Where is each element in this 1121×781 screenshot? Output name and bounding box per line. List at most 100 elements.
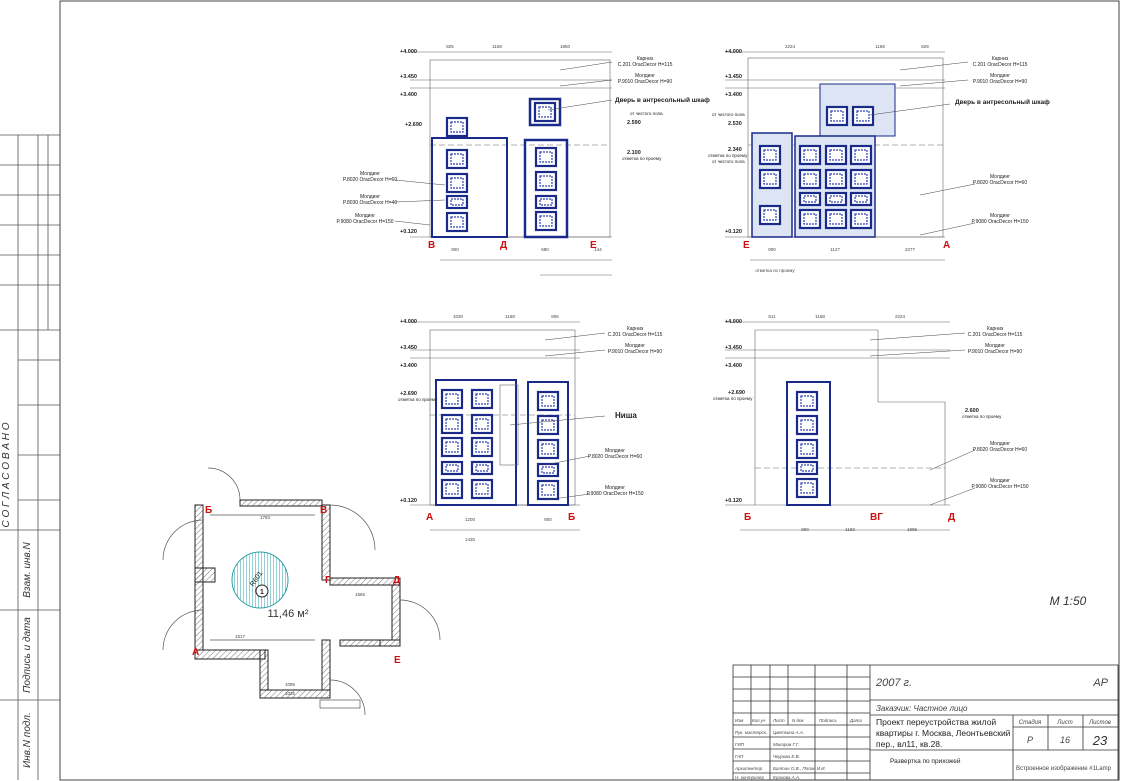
- e3-level-1: +4.000: [400, 319, 417, 325]
- e1-letter-3: Е: [590, 240, 597, 251]
- e3-callout-2: Молдинг: [625, 343, 645, 349]
- e3-callout-1b: C.201 OracDecor H=115: [608, 332, 663, 338]
- tb-header-date: Дата: [849, 718, 862, 723]
- tb-name-5: Ерохова А.А.: [773, 775, 800, 780]
- e2-bottom-dim-1: 900: [768, 247, 776, 252]
- e1-callout-5b: P.8030 OracDecor H=40: [343, 200, 397, 206]
- e4-top-dim-3: 2224: [895, 314, 906, 319]
- sheets-col-header: Листов: [1088, 720, 1111, 726]
- e2-callout-5: Молдинг: [990, 213, 1010, 219]
- e1-callout-6: Молдинг: [355, 213, 375, 219]
- e1-level-1: +4.000: [400, 49, 417, 55]
- e4-level-2: +3.450: [725, 345, 742, 351]
- elevation-4: [725, 321, 950, 531]
- plan-letter-1: Б: [205, 505, 212, 516]
- e1-callout-2b: P.9010 OracDecor H=90: [618, 79, 672, 85]
- e3-bottom-dim-1: 1200: [465, 517, 476, 522]
- e4-level-1: +4.000: [725, 319, 742, 325]
- e1-level-4: +2.690: [405, 122, 422, 128]
- e2-callout-1b: C.201 OracDecor H=115: [973, 62, 1028, 68]
- e3-level-2: +3.450: [400, 345, 417, 351]
- e4-bottom-dim-1: 900: [801, 527, 809, 532]
- e4-bottom-dim-3: 1995: [907, 527, 918, 532]
- e3-callout-1: Карниз: [627, 326, 644, 332]
- tb-role-3: ГАП: [735, 754, 744, 759]
- e4-note-1: отметка по проему: [713, 396, 753, 401]
- tb-header-kol: Кол.уч: [752, 718, 766, 723]
- sheet-value: 16: [1060, 735, 1070, 745]
- e4-callout-3b: P.8020 OracDecor H=60: [973, 447, 1027, 453]
- e3-top-dim-1: 1030: [453, 314, 464, 319]
- tb-name-3: Чкурова Е.В.: [773, 754, 800, 759]
- e2-level-2: +3.450: [725, 74, 742, 80]
- e4-callout-1b: C.201 OracDecor H=115: [968, 332, 1023, 338]
- e3-callout-3: Ниша: [615, 411, 637, 420]
- e2-sub-note: отметка по проему: [755, 268, 795, 273]
- e3-callout-4b: P.8020 OracDecor H=60: [588, 454, 642, 460]
- e4-callout-4b: P.9080 OracDecor H=150: [971, 484, 1028, 490]
- e2-callout-4b: P.8020 OracDecor H=60: [973, 180, 1027, 186]
- e2-top-dim-1: 2224: [785, 44, 796, 49]
- e4-letter-3: Д: [948, 512, 955, 523]
- stage-value: Р: [1027, 735, 1033, 745]
- room-marker-number: 1: [260, 589, 264, 596]
- sheet-col-header: Лист: [1056, 720, 1072, 726]
- e1-letter-1: В: [428, 240, 435, 251]
- side-stamp: [0, 134, 60, 780]
- e2-note-3: от чистого пола: [712, 159, 745, 164]
- plan-dim-3: 1517: [235, 634, 246, 639]
- e2-level-1: +4.000: [725, 49, 742, 55]
- tb-role-2: ГИП: [735, 742, 745, 747]
- e2-level-5: 2.340: [728, 147, 742, 153]
- elevation-1: [410, 51, 612, 276]
- tb-name-2: Макаров Г.Г.: [773, 742, 799, 747]
- e1-bottom-dim-2: 680: [541, 247, 549, 252]
- e4-letter-2: ВГ: [870, 512, 883, 523]
- tb-header-list: Лист: [772, 718, 785, 723]
- e3-bottom-dim-3: 1430: [465, 537, 476, 542]
- plan-letter-3: Г: [325, 575, 331, 586]
- stage-col-header: Стадия: [1019, 720, 1042, 726]
- e1-level-2: +3.450: [400, 74, 417, 80]
- e1-callout-1b: C.201 OracDecor H=115: [618, 62, 673, 68]
- e4-callout-3: Молдинг: [990, 441, 1010, 447]
- e3-level-4: +2.690: [400, 391, 417, 397]
- approved-label: С О Г Л А С О В А Н О: [1, 422, 12, 527]
- tb-role-4: Архитектор: [734, 766, 763, 771]
- e4-top-dim-2: 1168: [815, 314, 825, 319]
- e1-level-5: +0.120: [400, 229, 417, 235]
- e1-top-dim-2: 1168: [492, 44, 502, 49]
- project-code: АР: [1092, 677, 1108, 689]
- e4-callout-2b: P.9010 OracDecor H=90: [968, 349, 1022, 355]
- tb-role-1: Рук. мастерск.: [735, 730, 767, 735]
- tb-header-ndok: N док: [792, 718, 804, 723]
- tb-header-sign: Подпись: [819, 718, 837, 723]
- e2-letter-1: Е: [743, 240, 750, 251]
- e4-level-3: +3.400: [725, 363, 742, 369]
- e1-top-dim-1: 825: [446, 44, 454, 49]
- project-line-1: Проект переустройства жилой: [876, 717, 996, 727]
- e1-callout-6b: P.9080 OracDecor H=150: [336, 219, 393, 225]
- e2-top-dim-2: 1168: [875, 44, 885, 49]
- elevation-3: [410, 321, 580, 531]
- e3-letter-2: Б: [568, 512, 575, 523]
- e4-callout-1: Карниз: [987, 326, 1004, 332]
- e1-bottom-dim-3: 144: [594, 247, 602, 252]
- e2-callout-2: Молдинг: [990, 73, 1010, 79]
- e4-callout-4: Молдинг: [990, 478, 1010, 484]
- e1-letter-2: Д: [500, 240, 507, 251]
- e1-note-1: от чистого пола: [630, 111, 663, 116]
- embedded-image-note: Встроенное изображение #1Lamp: [1016, 766, 1112, 772]
- customer-label: Заказчик: Частное лицо: [876, 704, 968, 713]
- e1-level-3: +3.400: [400, 92, 417, 98]
- e2-bottom-dim-3: 2277: [905, 247, 916, 252]
- e1-note-4: отметка по проему: [622, 156, 662, 161]
- drawing-name: Развертка по прихожей: [890, 757, 961, 765]
- plan-dim-5: 1025: [285, 691, 296, 696]
- year-label: 2007 г.: [875, 677, 912, 689]
- e4-note-2: отметка по проему: [962, 414, 1002, 419]
- e3-letter-1: А: [426, 512, 433, 523]
- e3-callout-5b: P.9080 OracDecor H=150: [586, 491, 643, 497]
- e2-callout-3: Дверь в антресольный шкаф: [955, 98, 1050, 106]
